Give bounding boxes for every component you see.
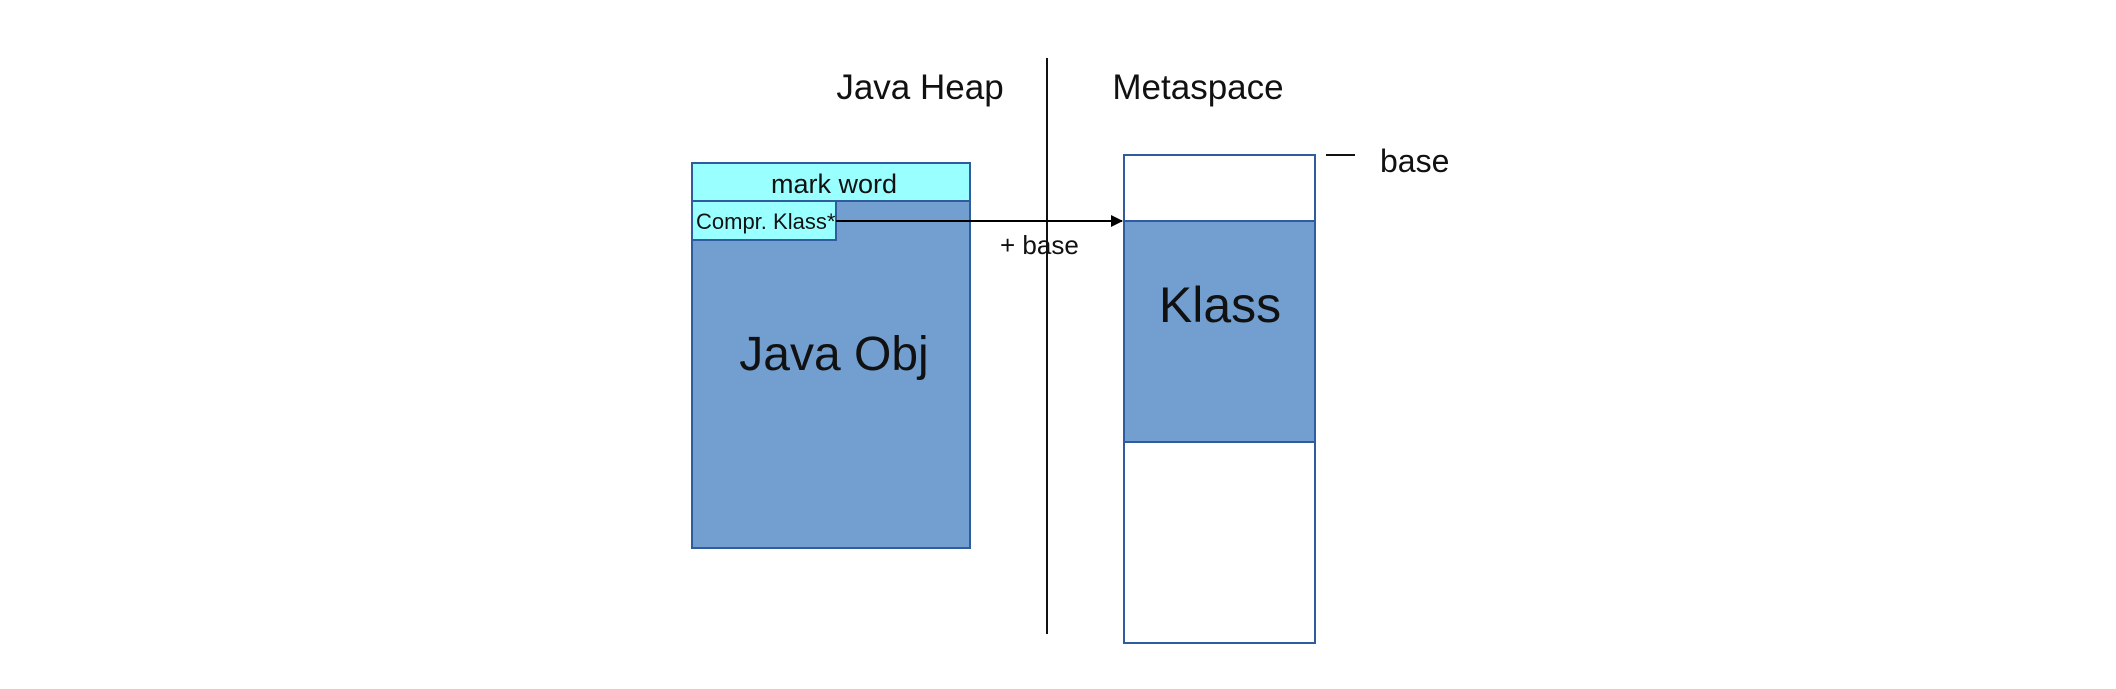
klass-label: Klass: [1159, 277, 1281, 333]
java-heap-title: Java Heap: [836, 68, 1003, 107]
java-obj-label: Java Obj: [739, 328, 928, 381]
compressed-klass-pointer-box: [691, 200, 837, 241]
mark-word-box: [691, 162, 971, 202]
base-label: base: [1380, 143, 1449, 179]
metaspace-title: Metaspace: [1112, 68, 1283, 107]
compressed-klass-pointer-label: Compr. Klass*: [696, 209, 836, 234]
klass-box: [1123, 220, 1316, 443]
mark-word-label: mark word: [771, 169, 897, 199]
plus-base-label: + base: [1000, 230, 1079, 260]
